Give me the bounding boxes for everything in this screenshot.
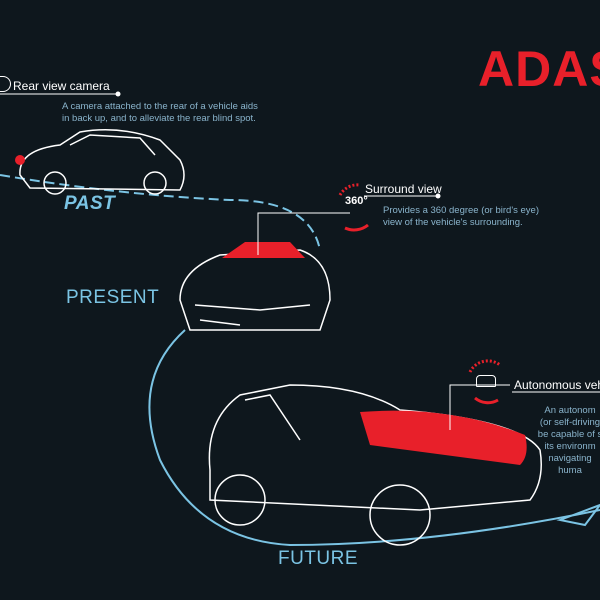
era-label-past: PAST [64, 193, 116, 214]
desc-line: navigating [548, 453, 592, 464]
rear-camera-marker [15, 155, 25, 165]
feature-title-autonomous-vehicle: Autonomous vehi [514, 378, 600, 392]
icon-ring [474, 396, 499, 405]
era-label-future: FUTURE [278, 548, 359, 569]
timeline-path-lower [148, 329, 600, 547]
desc-line: A camera attached to the rear of a vehic… [62, 101, 258, 112]
feature-title-surround-view: Surround view [365, 182, 442, 196]
desc-line: its environm [544, 441, 596, 452]
desc-line: An autonom [544, 405, 596, 416]
past-car [19, 129, 185, 195]
present-car [179, 249, 331, 331]
timeline-path [0, 174, 321, 251]
feature-description-rear-view-camera: A camera attached to the rear of a vehic… [62, 101, 258, 125]
desc-line: Provides a 360 degree (or bird's eye) [383, 205, 540, 216]
camera-icon [0, 76, 11, 92]
icon-ring [468, 359, 501, 373]
icon-ring [338, 183, 361, 196]
icon-ring [344, 223, 369, 232]
era-label-present: PRESENT [66, 287, 160, 308]
desc-line: huma [558, 465, 582, 476]
callout-line [257, 212, 350, 255]
desc-line: (or self-driving [539, 417, 600, 428]
desc-line: be capable of s [537, 429, 600, 440]
feature-title-rear-view-camera: Rear view camera [13, 79, 110, 93]
autonomous-car-icon [476, 375, 496, 387]
desc-line: view of the vehicle's surrounding. [383, 217, 523, 228]
callout-dot [435, 193, 441, 199]
present-car-roof-highlight [222, 242, 305, 258]
future-car [208, 384, 542, 546]
feature-description-surround-view: Provides a 360 degree (or bird's eye) vi… [383, 205, 539, 229]
callout-line [449, 384, 510, 430]
timeline-arrow-icon [556, 503, 600, 527]
desc-line: in back up, and to alleviate the rear bl… [62, 113, 256, 124]
360-view-icon: 360° [345, 195, 368, 207]
feature-description-autonomous-vehicle: An autonom (or self-driving be capable o… [520, 405, 600, 477]
callout-dot [115, 91, 121, 97]
future-car-hood-highlight [360, 410, 527, 465]
page-title: ADAS [478, 41, 600, 97]
